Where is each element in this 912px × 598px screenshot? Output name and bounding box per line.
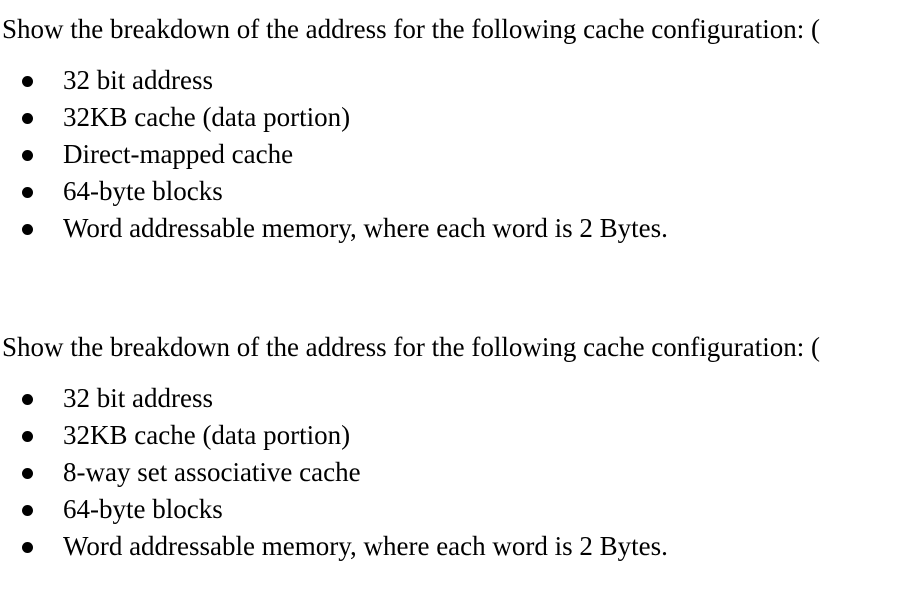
list-item: 32 bit address (0, 380, 912, 417)
list-item: 64-byte blocks (0, 491, 912, 528)
config-list: 32 bit address 32KB cache (data portion)… (0, 380, 912, 565)
bullet-icon (22, 394, 33, 405)
list-item-text: 32KB cache (data portion) (63, 420, 351, 450)
list-item: 32KB cache (data portion) (0, 99, 912, 136)
config-list: 32 bit address 32KB cache (data portion)… (0, 62, 912, 247)
list-item: 8-way set associative cache (0, 454, 912, 491)
list-item: 64-byte blocks (0, 173, 912, 210)
list-item: Word addressable memory, where each word… (0, 528, 912, 565)
list-item-text: Direct-mapped cache (63, 139, 294, 169)
list-item-text: 64-byte blocks (63, 176, 223, 206)
bullet-icon (22, 150, 33, 161)
question-2: Show the breakdown of the address for th… (0, 328, 912, 565)
question-1: Show the breakdown of the address for th… (0, 10, 912, 247)
bullet-icon (22, 187, 33, 198)
list-item: Word addressable memory, where each word… (0, 210, 912, 247)
list-item: Direct-mapped cache (0, 136, 912, 173)
bullet-icon (22, 224, 33, 235)
list-item: 32 bit address (0, 62, 912, 99)
question-prompt: Show the breakdown of the address for th… (2, 332, 821, 362)
question-prompt: Show the breakdown of the address for th… (2, 14, 821, 44)
list-item-text: 32KB cache (data portion) (63, 102, 351, 132)
list-item-text: 8-way set associative cache (63, 457, 361, 487)
list-item-text: 32 bit address (63, 383, 213, 413)
bullet-icon (22, 468, 33, 479)
list-item: 32KB cache (data portion) (0, 417, 912, 454)
bullet-icon (22, 505, 33, 516)
list-item-text: 64-byte blocks (63, 494, 223, 524)
bullet-icon (22, 431, 33, 442)
bullet-icon (22, 76, 33, 87)
bullet-icon (22, 113, 33, 124)
list-item-text: 32 bit address (63, 65, 213, 95)
list-item-text: Word addressable memory, where each word… (63, 213, 668, 243)
bullet-icon (22, 542, 33, 553)
list-item-text: Word addressable memory, where each word… (63, 531, 668, 561)
